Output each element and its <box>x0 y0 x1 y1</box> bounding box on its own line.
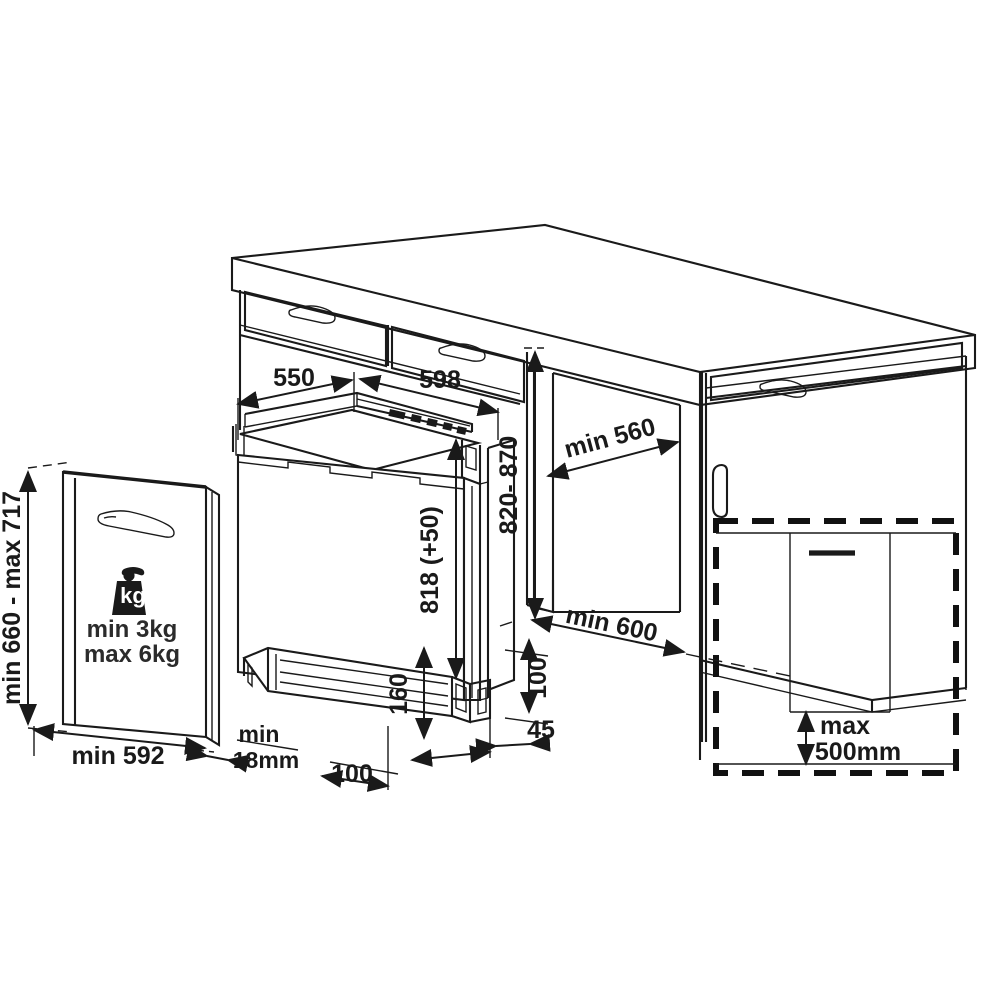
weight-icon-label: kg <box>120 583 146 608</box>
door-panel: kg min 3kg max 6kg <box>61 470 221 747</box>
dim-front-offset: 100 <box>320 726 399 792</box>
cabinet-door-handle-right <box>711 463 729 519</box>
dim-service-reach-label-2: 500mm <box>815 738 901 766</box>
worktop <box>230 223 977 407</box>
dim-door-width-label: min 592 <box>71 742 164 770</box>
door-weight-max-label: max 6kg <box>84 641 180 668</box>
drawer-front-right <box>709 341 964 402</box>
dim-depth-550-label: 550 <box>273 364 315 392</box>
dim-service-offset: 45 <box>475 716 555 757</box>
dishwasher-body <box>231 391 516 702</box>
dishwasher-plinth <box>242 646 492 724</box>
dim-appliance-height: 818 (+50) <box>416 438 465 680</box>
dim-appliance-height-label: 818 (+50) <box>416 506 444 614</box>
dim-door-width: min 592 <box>32 723 207 770</box>
drawer-front-left <box>243 290 388 368</box>
door-weight-min-label: min 3kg <box>87 616 178 643</box>
dim-plinth-height-label: 160 <box>385 673 413 715</box>
dim-width-598: 598 <box>358 366 500 440</box>
dim-service-reach: max 500mm <box>797 710 901 766</box>
dim-service-offset-label: 45 <box>527 716 555 744</box>
dim-width-598-label: 598 <box>419 366 461 394</box>
dim-worktop-height-label: 820- 870 <box>495 436 523 535</box>
service-zone-dashed-box <box>713 518 959 776</box>
dim-niche-depth-label: min 600 <box>563 601 660 648</box>
dim-worktop-height: 820- 870 <box>495 347 544 620</box>
dim-door-thickness: min 18mm <box>185 721 299 773</box>
dim-front-offset-label: 100 <box>331 760 373 788</box>
dim-services-gap-label: 100 <box>524 657 552 699</box>
dim-service-reach-label-1: max <box>820 712 870 740</box>
dim-niche-width-label: min 560 <box>561 413 658 464</box>
dim-door-thickness-label-2: 18mm <box>233 747 299 773</box>
dim-services-gap: 100 <box>504 638 552 725</box>
door-handle <box>97 510 175 538</box>
dim-plinth-height: 160 <box>385 646 433 740</box>
dim-door-thickness-label-1: min <box>239 721 280 747</box>
dim-niche-width: min 560 <box>546 413 680 480</box>
service-zone-inner <box>716 532 956 765</box>
dim-door-height: min 660 - max 717 <box>0 461 73 733</box>
weight-icon: kg <box>112 567 146 615</box>
dim-door-height-label: min 660 - max 717 <box>0 491 26 705</box>
cabinet-right <box>698 355 968 760</box>
drawer-front-mid <box>390 325 526 404</box>
dim-depth-550: 550 <box>236 364 355 440</box>
